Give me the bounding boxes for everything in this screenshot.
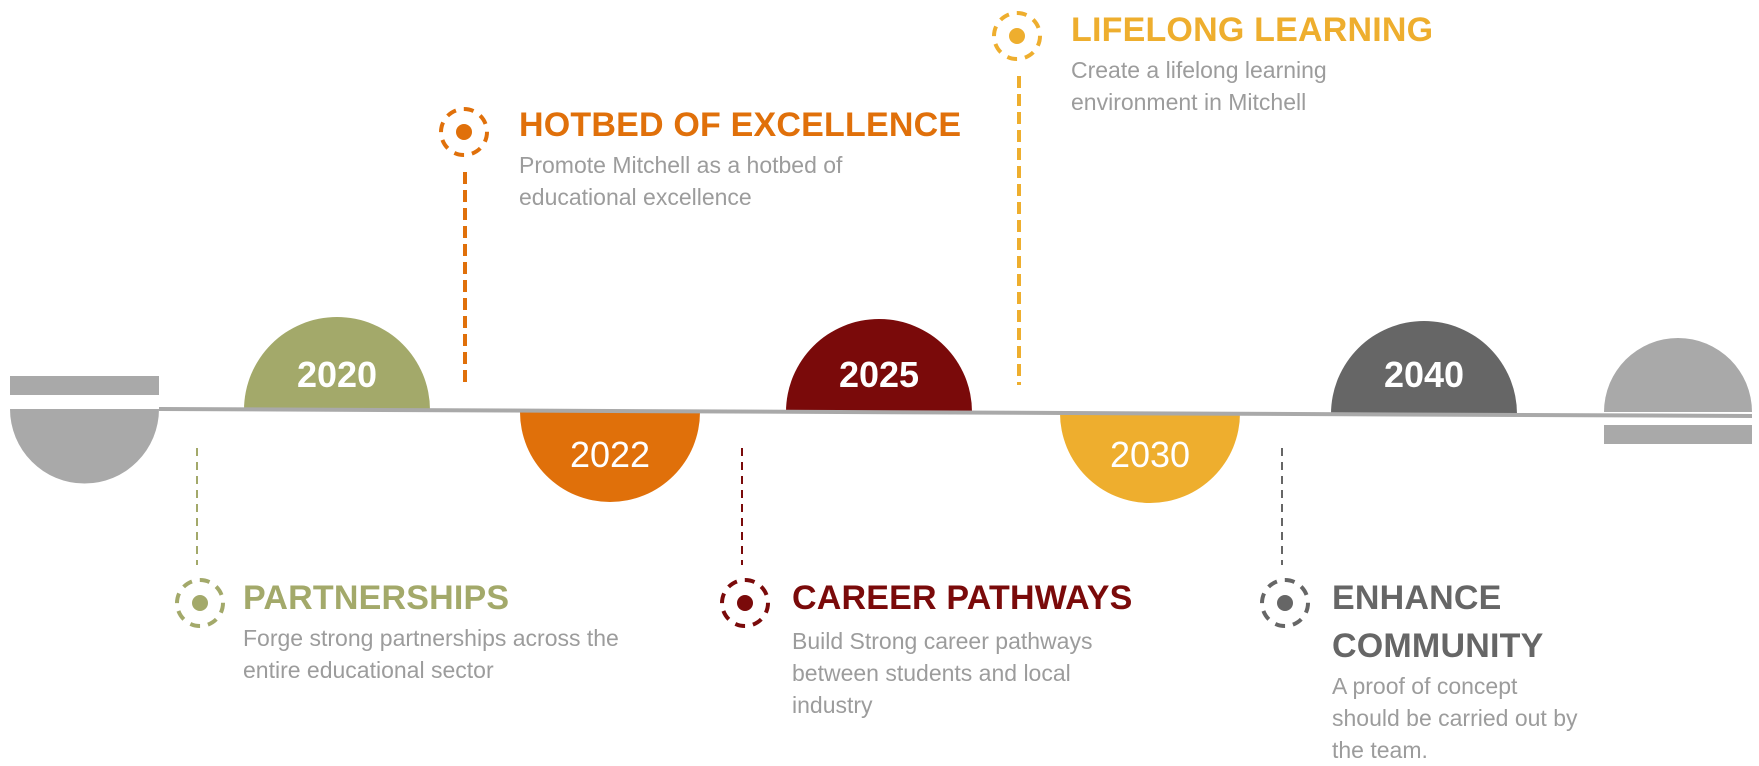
milestone-description: Create a lifelong learning environment i… — [1071, 57, 1327, 115]
timeline-right-cap-dome — [1604, 338, 1752, 412]
timeline-left-cap-dome — [10, 409, 159, 484]
year-label-2025: 2025 — [838, 354, 920, 395]
target-icon-2022 — [439, 107, 489, 157]
year-label-2040: 2040 — [1383, 354, 1465, 395]
target-icon-2025 — [720, 578, 770, 628]
milestone-career-pathways: CAREER PATHWAYS Build Strong career path… — [792, 574, 1172, 721]
milestone-title: LIFELONG LEARNING — [1071, 11, 1434, 49]
milestone-hotbed-of-excellence: HOTBED OF EXCELLENCE Promote Mitchell as… — [519, 101, 989, 213]
target-icon-2020 — [175, 578, 225, 628]
timeline-left-cap-bar — [10, 376, 159, 395]
year-dome-2030 — [1060, 413, 1240, 503]
year-dome-2040 — [1331, 321, 1517, 414]
milestone-title: CAREER PATHWAYS — [792, 579, 1133, 617]
target-icon-2030 — [992, 11, 1042, 61]
milestone-description: A proof of concept should be carried out… — [1332, 673, 1578, 763]
milestone-enhance-community: ENHANCE COMMUNITY A proof of concept sho… — [1332, 574, 1602, 766]
year-dome-2025 — [786, 319, 972, 412]
milestone-description: Build Strong career pathways between stu… — [792, 628, 1093, 718]
year-dome-2022 — [520, 412, 700, 502]
timeline-axis — [158, 407, 1753, 418]
target-icon-2040 — [1260, 578, 1310, 628]
milestone-title: PARTNERSHIPS — [243, 579, 510, 617]
milestone-title: ENHANCE COMMUNITY — [1332, 579, 1544, 665]
timeline-right-cap-bar — [1604, 425, 1752, 444]
year-dome-2020 — [244, 317, 430, 410]
milestone-title: HOTBED OF EXCELLENCE — [519, 106, 962, 144]
year-label-2030: 2030 — [1109, 434, 1191, 475]
milestone-description: Forge strong partnerships across the ent… — [243, 625, 619, 683]
milestone-lifelong-learning: LIFELONG LEARNING Create a lifelong lear… — [1071, 6, 1471, 118]
milestone-partnerships: PARTNERSHIPS Forge strong partnerships a… — [243, 574, 643, 686]
year-label-2022: 2022 — [569, 434, 651, 475]
milestone-description: Promote Mitchell as a hotbed of educatio… — [519, 152, 843, 210]
year-label-2020: 2020 — [296, 354, 378, 395]
